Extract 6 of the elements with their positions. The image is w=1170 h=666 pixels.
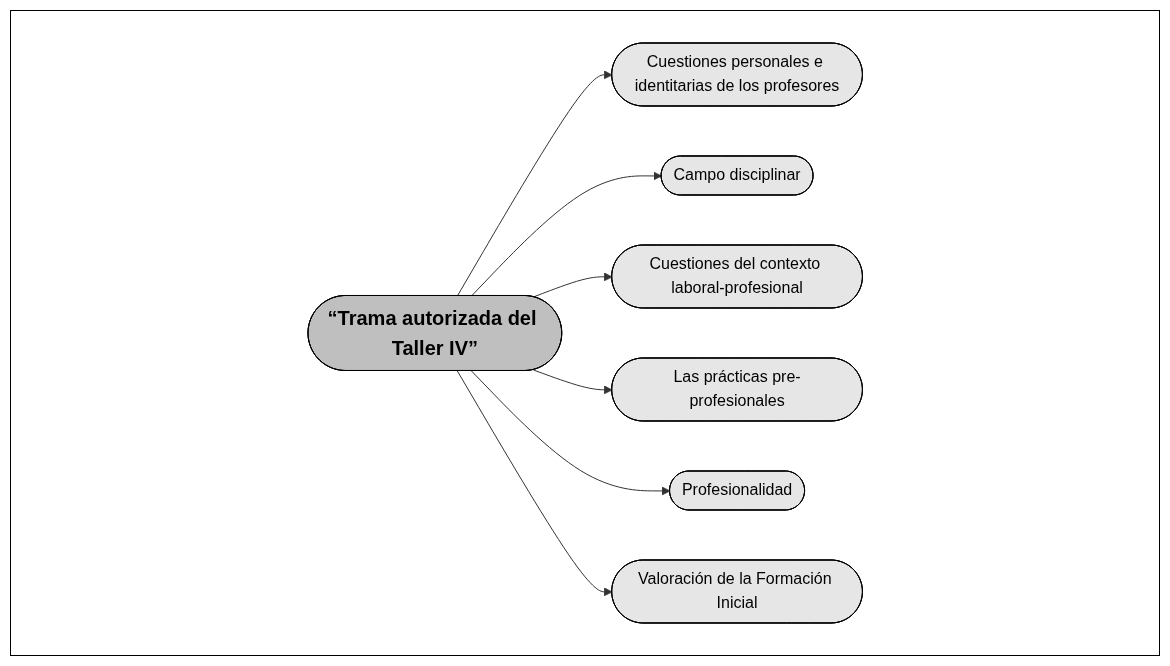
arrow bbox=[532, 272, 613, 298]
arrow bbox=[470, 370, 671, 496]
arrow bbox=[456, 70, 613, 297]
arrow bbox=[532, 369, 613, 395]
arrow bbox=[456, 370, 613, 597]
arrow bbox=[470, 171, 662, 297]
